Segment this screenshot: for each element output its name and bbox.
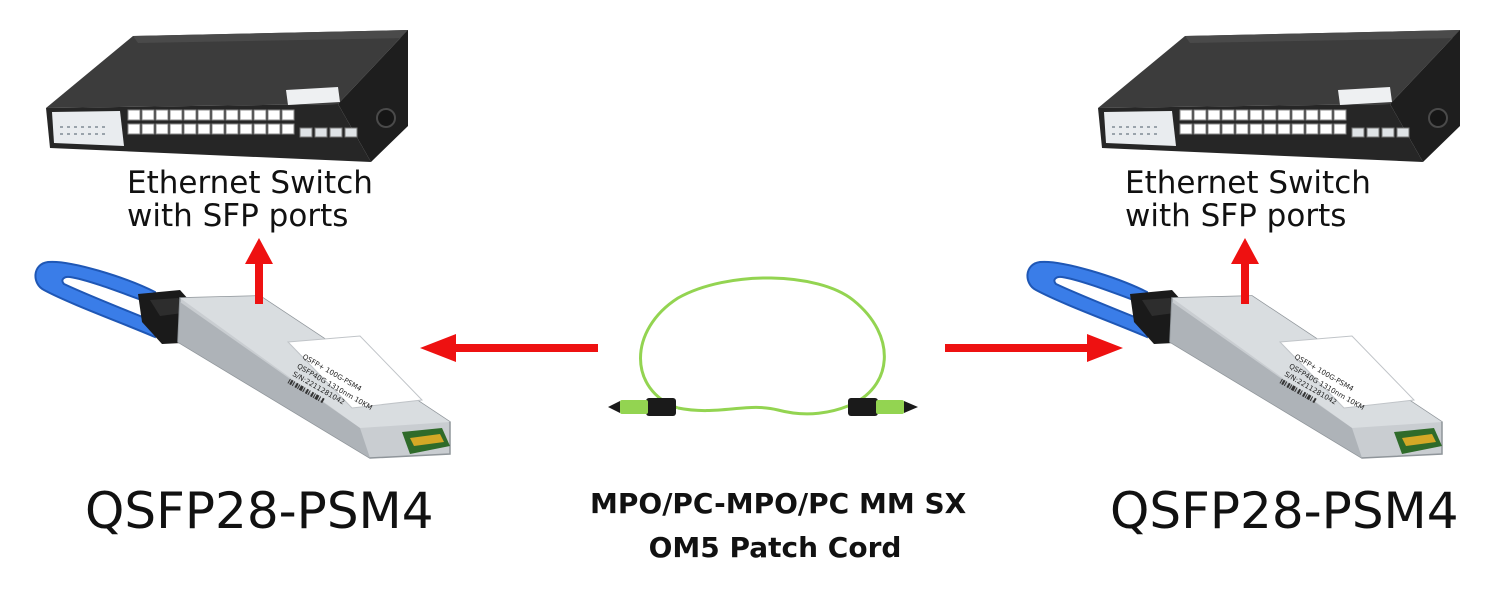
ethernet-switch-right bbox=[1085, 30, 1465, 165]
arrow-to-right-module bbox=[945, 334, 1123, 362]
arrow-up-left bbox=[244, 238, 274, 304]
switch-left-label-line2: with SFP ports bbox=[127, 200, 348, 233]
module-right-name: QSFP28-PSM4 bbox=[1110, 483, 1459, 539]
arrow-up-right bbox=[1230, 238, 1260, 304]
arrow-to-left-module bbox=[420, 334, 598, 362]
module-left-name: QSFP28-PSM4 bbox=[85, 483, 434, 539]
mpo-patch-cord bbox=[608, 270, 918, 430]
patch-cord-label-line1: MPO/PC-MPO/PC MM SX bbox=[590, 484, 960, 524]
patch-cord-label-line2: OM5 Patch Cord bbox=[590, 528, 960, 568]
switch-right-label-line2: with SFP ports bbox=[1125, 200, 1346, 233]
switch-left-label-line1: Ethernet Switch bbox=[127, 167, 373, 200]
ethernet-switch-left bbox=[38, 30, 408, 165]
switch-right-label-line1: Ethernet Switch bbox=[1125, 167, 1371, 200]
